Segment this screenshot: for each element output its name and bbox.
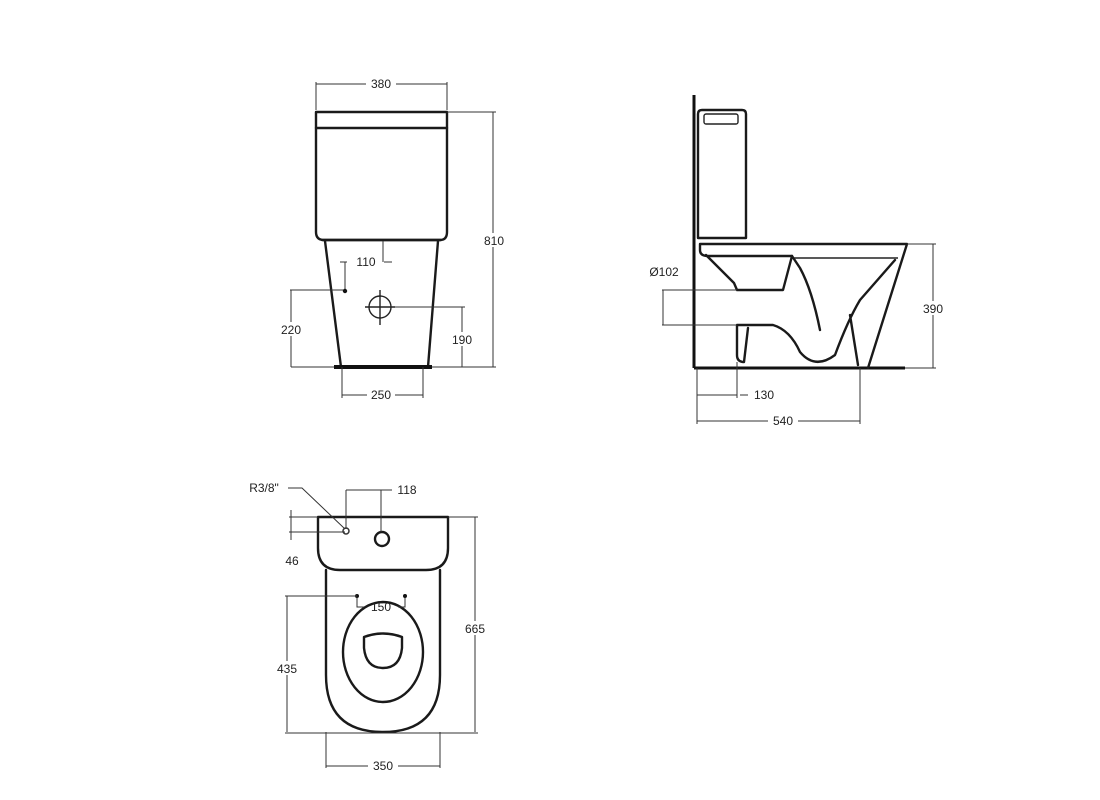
- trapway: [704, 253, 897, 367]
- dim-inlet-height: 220: [281, 323, 301, 337]
- dim-base-width: 250: [371, 388, 391, 402]
- seat-outline: [341, 600, 425, 704]
- tank-body: [314, 126, 449, 242]
- seat-fixing-right: [403, 594, 407, 598]
- tank-top: [316, 515, 450, 572]
- dim-tank-width: 380: [371, 77, 391, 91]
- dim-inlet-thread: R3/8": [249, 481, 279, 495]
- dim-total-depth: 540: [773, 414, 793, 428]
- dim-outlet-diameter: Ø102: [649, 265, 679, 279]
- dim-seat-fixing-spacing: 150: [371, 600, 391, 614]
- dim-total-height: 810: [484, 234, 504, 248]
- tank-lid: [314, 110, 449, 130]
- inlet-point: [342, 288, 348, 294]
- dim-bowl-height: 390: [923, 302, 943, 316]
- dim-inlet-from-wall: 46: [285, 554, 299, 568]
- flush-button-icon[interactable]: [373, 530, 391, 548]
- dim-outlet-height: 190: [452, 333, 472, 347]
- bowl-rim: [698, 242, 909, 370]
- dim-seat-fixing-distance: 435: [277, 662, 297, 676]
- dim-bowl-width: 350: [373, 759, 393, 773]
- bowl-opening: [362, 632, 404, 670]
- top-view: R3/8" 118 46 150 665 435 350: [249, 481, 489, 773]
- side-view: Ø102 390 130 540: [649, 95, 947, 428]
- dim-inlet-spacing: 118: [397, 483, 416, 497]
- tank-side: [696, 108, 748, 240]
- pedestal: [323, 239, 440, 369]
- dim-inlet-offset: 110: [356, 255, 375, 269]
- bowl-outline: [324, 568, 442, 734]
- dim-outlet-from-wall: 130: [754, 388, 774, 402]
- outlet-crosshair-icon: [365, 290, 395, 325]
- dim-total-length: 665: [465, 622, 485, 636]
- front-view: 380 810 110 220 190 250: [278, 76, 507, 402]
- tank-cap: [703, 113, 739, 125]
